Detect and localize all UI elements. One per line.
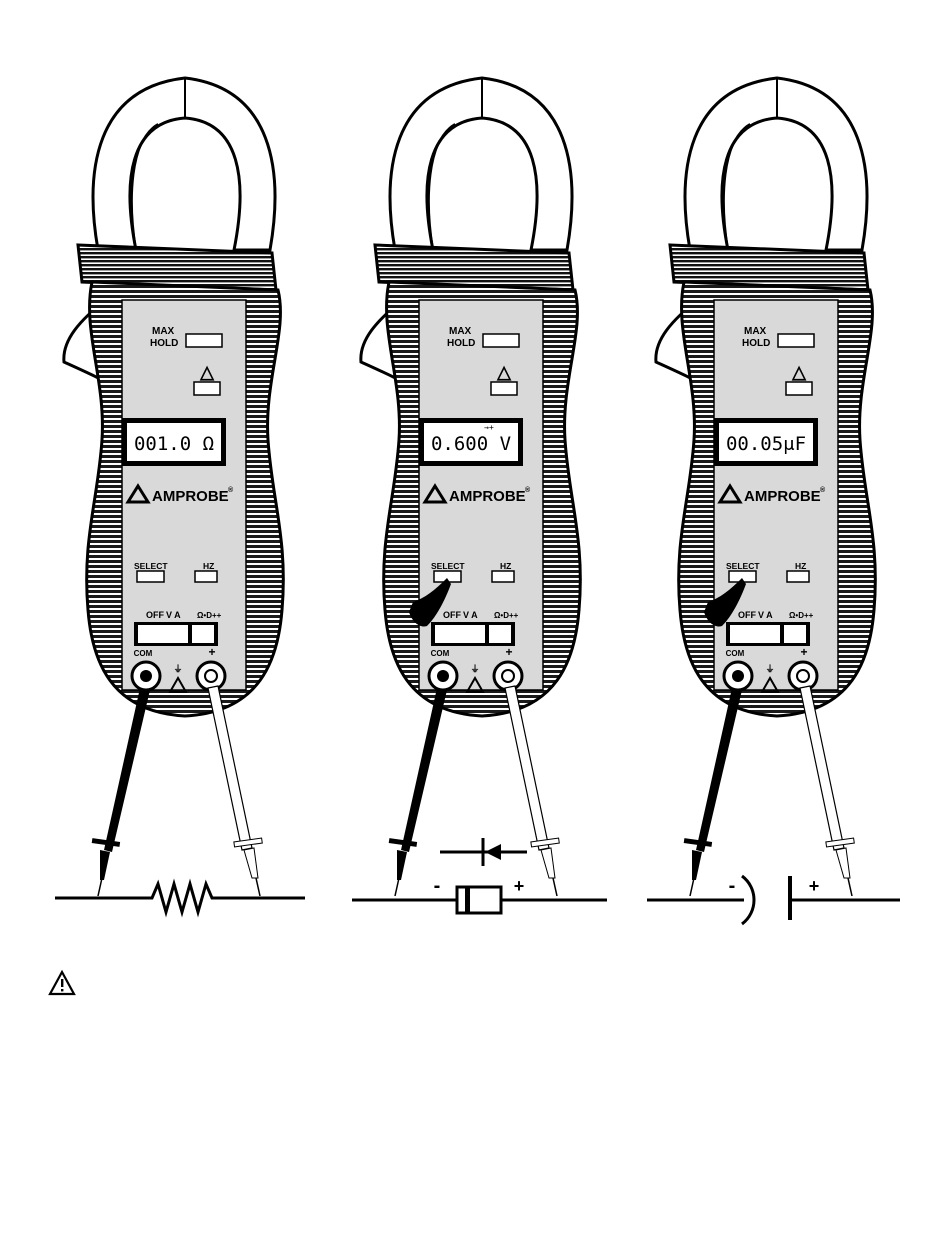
com-label: COM <box>431 649 450 658</box>
red-lead-tip <box>541 848 555 878</box>
circuit-diode: -+ <box>352 838 607 913</box>
hold-label: HOLD <box>742 338 770 349</box>
rel-button <box>491 382 517 395</box>
select-label: SELECT <box>726 561 760 571</box>
lcd-reading: 00.05μF <box>726 433 806 455</box>
red-lead-tip <box>244 848 258 878</box>
com-jack-inner <box>437 670 449 682</box>
off-label: OFF <box>738 610 756 620</box>
diode-band <box>465 887 470 913</box>
red-probe-needle <box>553 878 557 896</box>
max-hold-button <box>186 334 222 347</box>
circuit-capacitor: -+ <box>647 875 900 924</box>
plus-label: + <box>514 876 525 896</box>
max-hold-button <box>483 334 519 347</box>
black-probe-needle <box>98 878 102 896</box>
switch-slot-right <box>192 625 214 643</box>
va-label: V A <box>166 610 181 620</box>
black-lead-tip <box>692 850 702 880</box>
off-label: OFF <box>443 610 461 620</box>
black-probe-needle <box>690 878 694 896</box>
hz-label: HZ <box>795 561 806 571</box>
diode-symbol-arrow <box>485 844 501 860</box>
switch-slot-left <box>730 625 780 643</box>
brand-name: AMPROBE <box>744 488 821 505</box>
switch-slot-right <box>784 625 806 643</box>
ohm-diode-cap-label: Ω•D++ <box>789 611 814 620</box>
hz-button <box>787 571 809 582</box>
diode-symbol: →+ <box>484 423 494 432</box>
minus-label: - <box>434 875 441 897</box>
hz-label: HZ <box>500 561 511 571</box>
com-label: COM <box>134 649 153 658</box>
black-probe-needle <box>395 878 399 896</box>
ground-icon: ⏚ <box>470 664 479 674</box>
black-test-lead <box>104 688 150 852</box>
registered-mark: ® <box>525 486 531 494</box>
plus-jack-inner <box>502 670 514 682</box>
select-label: SELECT <box>431 561 465 571</box>
hz-button <box>195 571 217 582</box>
va-label: V A <box>463 610 478 620</box>
plus-jack-label: + <box>800 645 807 659</box>
relative-delta-icon: △ <box>791 362 807 382</box>
resistor-symbol <box>55 884 305 912</box>
hz-label: HZ <box>203 561 214 571</box>
max-label: MAX <box>152 326 175 337</box>
rel-button <box>194 382 220 395</box>
black-test-lead <box>401 688 447 852</box>
ground-icon: ⏚ <box>765 664 774 674</box>
relative-delta-icon: △ <box>199 362 215 382</box>
plus-jack-label: + <box>208 645 215 659</box>
diode-body <box>457 887 501 913</box>
registered-mark: ® <box>820 486 826 494</box>
plus-jack-inner <box>797 670 809 682</box>
red-probe-needle <box>256 878 260 896</box>
plus-jack-inner <box>205 670 217 682</box>
circuit-resistor <box>55 884 305 912</box>
select-label: SELECT <box>134 561 168 571</box>
off-label: OFF <box>146 610 164 620</box>
max-label: MAX <box>744 326 767 337</box>
rel-button <box>786 382 812 395</box>
hz-button <box>492 571 514 582</box>
plus-jack-label: + <box>505 645 512 659</box>
red-test-lead <box>208 686 252 850</box>
max-hold-button <box>778 334 814 347</box>
ohm-diode-cap-label: Ω•D++ <box>197 611 222 620</box>
black-lead-tip <box>397 850 407 880</box>
relative-delta-icon: △ <box>496 362 512 382</box>
com-label: COM <box>726 649 745 658</box>
switch-slot-left <box>138 625 188 643</box>
max-label: MAX <box>449 326 472 337</box>
red-test-lead <box>800 686 844 850</box>
ohm-diode-cap-label: Ω•D++ <box>494 611 519 620</box>
lcd-reading: 0.600 V <box>431 433 511 455</box>
brand-name: AMPROBE <box>449 488 526 505</box>
com-jack-inner <box>140 670 152 682</box>
switch-slot-left <box>435 625 485 643</box>
com-jack-inner <box>732 670 744 682</box>
plus-label: + <box>809 876 820 896</box>
red-probe-needle <box>848 878 852 896</box>
brand-name: AMPROBE <box>152 488 229 505</box>
black-lead-tip <box>100 850 110 880</box>
registered-mark: ® <box>228 486 234 494</box>
ground-icon: ⏚ <box>173 664 182 674</box>
select-button <box>137 571 164 582</box>
switch-slot-right <box>489 625 511 643</box>
warning-triangle-icon <box>50 972 74 994</box>
red-lead-tip <box>836 848 850 878</box>
hold-label: HOLD <box>150 338 178 349</box>
va-label: V A <box>758 610 773 620</box>
black-test-lead <box>696 688 742 852</box>
hold-label: HOLD <box>447 338 475 349</box>
minus-label: - <box>729 875 736 897</box>
lcd-reading: 001.0 Ω <box>134 433 214 455</box>
red-test-lead <box>505 686 549 850</box>
